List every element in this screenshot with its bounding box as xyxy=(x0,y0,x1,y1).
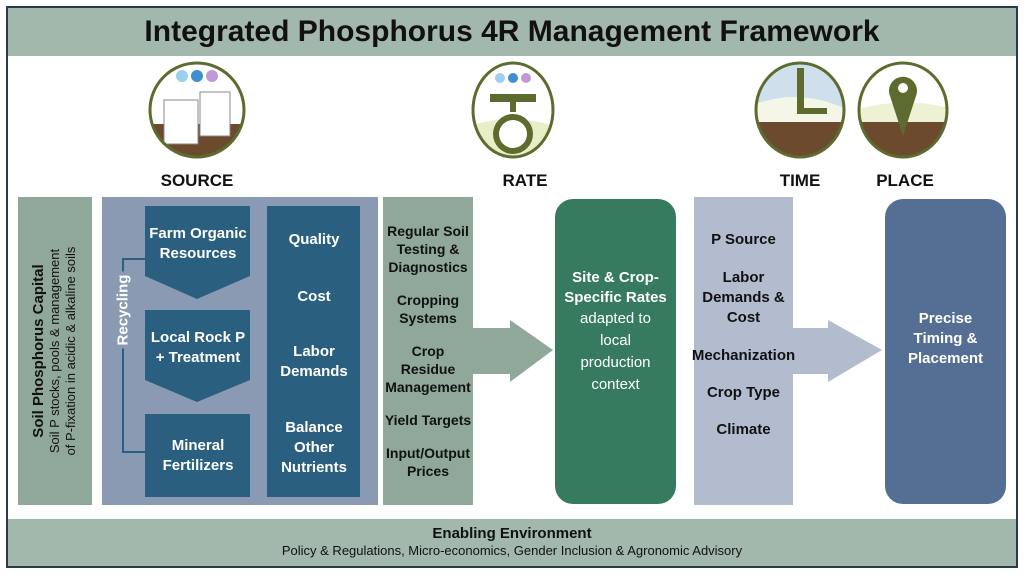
criteria-labor: Labor Demands xyxy=(280,343,348,380)
local-rock-chevron xyxy=(145,310,250,402)
time-factor: P Source xyxy=(711,231,776,248)
source-icon xyxy=(150,63,244,157)
footer-subtitle: Policy & Regulations, Micro-economics, G… xyxy=(281,543,743,558)
criteria-box xyxy=(267,206,360,497)
rate-factor: Cropping Systems xyxy=(396,292,460,327)
rate-factors: Regular Soil Testing & Diagnostics Cropp… xyxy=(383,197,473,505)
page-title: Integrated Phosphorus 4R Management Fram… xyxy=(8,8,1016,56)
time-label: TIME xyxy=(779,171,821,190)
rate-arrow xyxy=(470,320,553,382)
rate-factor: Regular Soil Testing & Diagnostics xyxy=(387,223,469,276)
placement-label: Precise Timing & Placement xyxy=(907,310,984,367)
time-factor: Crop Type xyxy=(706,384,781,401)
time-arrow xyxy=(790,320,882,382)
map-pin-icon xyxy=(859,63,947,157)
recycling-label-wrap: Recycling xyxy=(113,220,133,400)
time-factor: Mechanization xyxy=(691,347,796,364)
source-label: SOURCE xyxy=(160,171,234,190)
rate-factor: Yield Targets xyxy=(384,411,472,428)
soil-capital-title: Soil Phosphorus Capital xyxy=(30,264,47,438)
criteria-cost: Cost xyxy=(297,288,331,305)
criteria-balance: Balance Other Nutrients xyxy=(281,419,347,476)
local-rock-label: Local Rock P + Treatment xyxy=(150,329,246,366)
mineral-box xyxy=(145,414,250,497)
scale-icon xyxy=(473,63,553,157)
farm-organic-label: Farm Organic Resources xyxy=(149,225,247,262)
time-factor: Labor Demands & Cost xyxy=(702,269,785,326)
rates-title: Site & Crop-Specific Rates xyxy=(564,268,667,306)
farm-organic-chevron xyxy=(145,206,250,299)
soil-capital-line2: of P-fixation in acidic & alkaline soils xyxy=(63,246,78,456)
icons-layer xyxy=(148,61,949,159)
outer-frame xyxy=(6,6,1018,568)
rate-label: RATE xyxy=(502,171,548,190)
time-factor: Climate xyxy=(716,421,771,438)
rates-subtitle: adapted to local production context xyxy=(580,309,651,393)
arrows xyxy=(470,320,882,382)
criteria-quality: Quality xyxy=(288,231,340,248)
time-factors: P Source Labor Demands & Cost Mechanizat… xyxy=(691,197,796,505)
recycling-label: Recycling xyxy=(113,271,133,349)
footer-title: Enabling Environment xyxy=(432,525,592,542)
soil-capital-line1: Soil P stocks, pools & management xyxy=(47,248,62,454)
source-shapes xyxy=(122,206,360,497)
mineral-label: Mineral Fertilizers xyxy=(162,437,234,474)
clock-icon xyxy=(756,63,844,157)
enabling-environment-bar: Enabling Environment Policy & Regulation… xyxy=(8,519,1016,566)
precise-placement-box: Precise Timing & Placement xyxy=(885,199,1006,504)
place-label: PLACE xyxy=(876,171,934,190)
site-specific-rates-box: Site & Crop-Specific Rates adapted to lo… xyxy=(555,199,676,504)
rate-factor: Input/Output Prices xyxy=(386,444,470,479)
rate-factor: Crop Residue Management xyxy=(385,342,471,395)
soil-capital-box: Soil Phosphorus Capital Soil P stocks, p… xyxy=(18,197,92,505)
